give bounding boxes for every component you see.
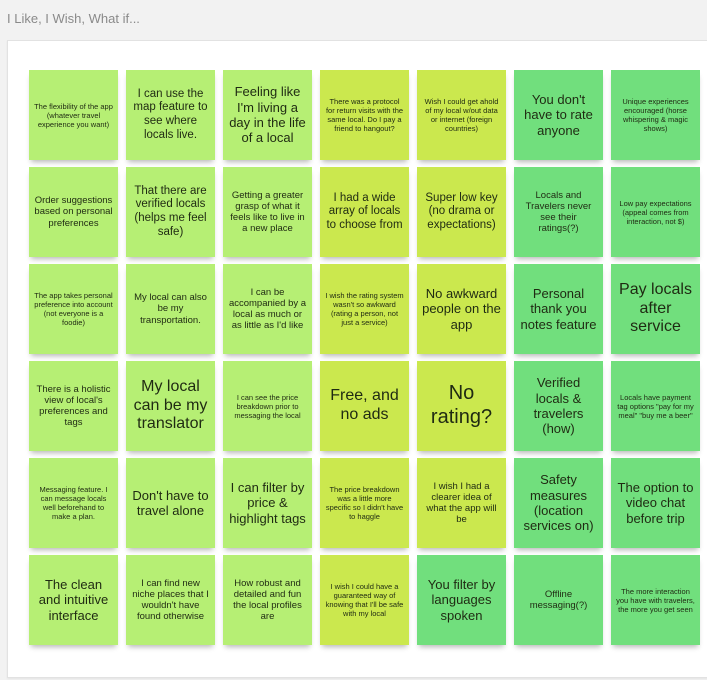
- sticky-note[interactable]: How robust and detailed and fun the loca…: [223, 555, 312, 645]
- sticky-note[interactable]: Safety measures (location services on): [514, 458, 603, 548]
- sticky-note-text: Unique experiences encouraged (horse whi…: [622, 97, 689, 133]
- sticky-note-text: Wish I could get ahold of my local w/out…: [424, 97, 499, 133]
- sticky-note[interactable]: Order suggestions based on personal pref…: [29, 167, 118, 257]
- sticky-note[interactable]: Free, and no ads: [320, 361, 409, 451]
- sticky-note[interactable]: Super low key (no drama or expectations): [417, 167, 506, 257]
- sticky-note-text: Pay locals after service: [619, 280, 692, 336]
- sticky-note-text: I can filter by price & highlight tags: [229, 480, 306, 526]
- sticky-note-text: The clean and intuitive interface: [38, 577, 109, 623]
- sticky-note-text: Messaging feature. I can message locals …: [39, 485, 108, 521]
- sticky-note-text: Personal thank you notes feature: [520, 286, 597, 332]
- sticky-note-text: The more interaction you have with trave…: [616, 586, 695, 614]
- sticky-note-grid: The flexibility of the app (whatever tra…: [29, 70, 700, 645]
- sticky-note[interactable]: Locals have payment tag options "pay for…: [611, 361, 700, 451]
- sticky-note-text: Getting a greater grasp of what it feels…: [230, 189, 305, 235]
- sticky-note-text: Super low key (no drama or expectations): [425, 191, 498, 231]
- sticky-note[interactable]: You filter by languages spoken: [417, 555, 506, 645]
- sticky-note[interactable]: Getting a greater grasp of what it feels…: [223, 167, 312, 257]
- sticky-note[interactable]: Feeling like I'm living a day in the lif…: [223, 70, 312, 160]
- sticky-note-text: The app takes personal preference into a…: [34, 291, 113, 327]
- sticky-note-text: That there are verified locals (helps me…: [134, 184, 207, 238]
- sticky-note[interactable]: I can filter by price & highlight tags: [223, 458, 312, 548]
- sticky-note[interactable]: I wish I could have a guaranteed way of …: [320, 555, 409, 645]
- sticky-note[interactable]: The price breakdown was a little more sp…: [320, 458, 409, 548]
- sticky-note[interactable]: Wish I could get ahold of my local w/out…: [417, 70, 506, 160]
- sticky-note[interactable]: The option to video chat before trip: [611, 458, 700, 548]
- sticky-note[interactable]: My local can also be my transportation.: [126, 264, 215, 354]
- sticky-note[interactable]: The app takes personal preference into a…: [29, 264, 118, 354]
- sticky-note[interactable]: The clean and intuitive interface: [29, 555, 118, 645]
- sticky-note-text: The price breakdown was a little more sp…: [325, 485, 404, 521]
- sticky-note[interactable]: Don't have to travel alone: [126, 458, 215, 548]
- sticky-note[interactable]: You don't have to rate anyone: [514, 70, 603, 160]
- sticky-note-text: The flexibility of the app (whatever tra…: [34, 101, 113, 129]
- sticky-note[interactable]: I can use the map feature to see where l…: [126, 70, 215, 160]
- sticky-note[interactable]: I can find new niche places that I would…: [126, 555, 215, 645]
- sticky-note[interactable]: Pay locals after service: [611, 264, 700, 354]
- sticky-note-text: My local can also be my transportation.: [134, 292, 207, 326]
- sticky-note[interactable]: Verified locals & travelers (how): [514, 361, 603, 451]
- sticky-note[interactable]: There was a protocol for return visits w…: [320, 70, 409, 160]
- sticky-note-text: I had a wide array of locals to choose f…: [326, 191, 403, 231]
- sticky-note-text: No awkward people on the app: [422, 286, 501, 332]
- sticky-note[interactable]: No awkward people on the app: [417, 264, 506, 354]
- sticky-note-text: My local can be my translator: [133, 377, 208, 433]
- sticky-note-text: Feeling like I'm living a day in the lif…: [229, 84, 306, 146]
- sticky-note-text: You don't have to rate anyone: [524, 92, 593, 138]
- sticky-note-text: Order suggestions based on personal pref…: [34, 195, 113, 229]
- sticky-note[interactable]: That there are verified locals (helps me…: [126, 167, 215, 257]
- sticky-note[interactable]: I had a wide array of locals to choose f…: [320, 167, 409, 257]
- sticky-note-text: There was a protocol for return visits w…: [325, 97, 404, 133]
- sticky-note[interactable]: Low pay expectations (appeal comes from …: [611, 167, 700, 257]
- sticky-note[interactable]: I can be accompanied by a local as much …: [223, 264, 312, 354]
- sticky-note[interactable]: Personal thank you notes feature: [514, 264, 603, 354]
- sticky-note[interactable]: No rating?: [417, 361, 506, 451]
- sticky-note-text: I wish I had a clearer idea of what the …: [426, 480, 497, 526]
- sticky-note[interactable]: I wish the rating system wasn't so awkwa…: [320, 264, 409, 354]
- sticky-note-text: Offline messaging(?): [529, 588, 588, 611]
- sticky-note-text: You filter by languages spoken: [427, 577, 496, 623]
- sticky-note[interactable]: I can see the price breakdown prior to m…: [223, 361, 312, 451]
- board-title: I Like, I Wish, What if...: [7, 11, 140, 26]
- sticky-note[interactable]: Offline messaging(?): [514, 555, 603, 645]
- sticky-note-text: Locals and Travelers never see their rat…: [525, 189, 592, 235]
- sticky-note-text: How robust and detailed and fun the loca…: [233, 577, 302, 623]
- sticky-note-text: There is a holistic view of local's pref…: [36, 383, 111, 429]
- sticky-note[interactable]: I wish I had a clearer idea of what the …: [417, 458, 506, 548]
- sticky-note-text: Safety measures (location services on): [523, 472, 594, 534]
- sticky-note[interactable]: There is a holistic view of local's pref…: [29, 361, 118, 451]
- sticky-note-text: I can find new niche places that I would…: [132, 577, 209, 623]
- sticky-note[interactable]: The flexibility of the app (whatever tra…: [29, 70, 118, 160]
- sticky-note-text: I can see the price breakdown prior to m…: [234, 392, 301, 420]
- sticky-note[interactable]: Unique experiences encouraged (horse whi…: [611, 70, 700, 160]
- sticky-note-text: Locals have payment tag options "pay for…: [617, 392, 694, 420]
- sticky-note-text: No rating?: [430, 382, 493, 428]
- sticky-note[interactable]: My local can be my translator: [126, 361, 215, 451]
- sticky-note-text: I can be accompanied by a local as much …: [228, 286, 307, 332]
- sticky-note-text: I can use the map feature to see where l…: [133, 87, 208, 141]
- sticky-note[interactable]: Messaging feature. I can message locals …: [29, 458, 118, 548]
- sticky-note-text: Free, and no ads: [330, 387, 399, 423]
- sticky-note-text: The option to video chat before trip: [617, 480, 694, 526]
- sticky-note-text: Don't have to travel alone: [132, 487, 209, 518]
- sticky-note[interactable]: Locals and Travelers never see their rat…: [514, 167, 603, 257]
- sticky-note[interactable]: The more interaction you have with trave…: [611, 555, 700, 645]
- sticky-note-text: I wish the rating system wasn't so awkwa…: [325, 291, 404, 327]
- sticky-note-text: Low pay expectations (appeal comes from …: [619, 198, 692, 226]
- sticky-note-text: I wish I could have a guaranteed way of …: [325, 582, 404, 618]
- sticky-note-text: Verified locals & travelers (how): [533, 375, 584, 437]
